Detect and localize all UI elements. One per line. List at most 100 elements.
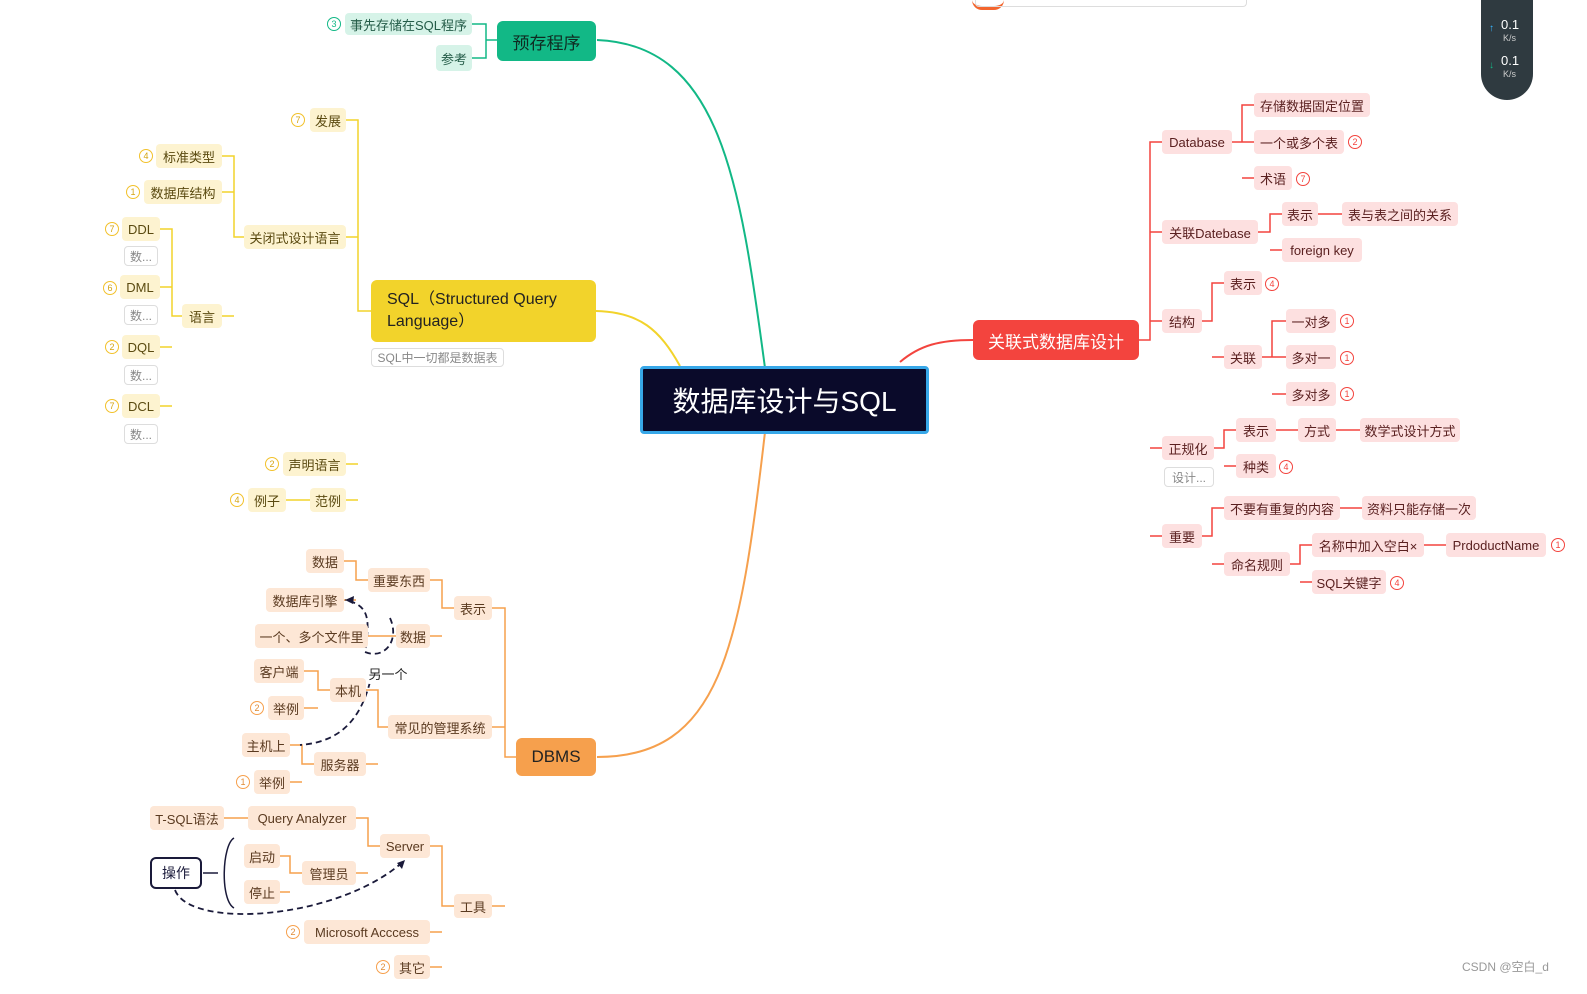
rel-normalize[interactable]: 正规化 [1162, 436, 1214, 460]
sql-language[interactable]: 语言 [182, 304, 222, 328]
dbms-data-files[interactable]: 一个、多个文件里 [255, 624, 368, 648]
dbms-data[interactable]: 数据 [396, 624, 430, 648]
sql-db-structure[interactable]: 数据库结构 [144, 180, 222, 204]
rel-important[interactable]: 重要 [1162, 524, 1202, 548]
badge-count[interactable]: 1 [1340, 387, 1354, 401]
badge-count[interactable]: 1 [236, 775, 250, 789]
rel-database-tables[interactable]: 一个或多个表 [1254, 130, 1344, 154]
rel-many-to-many[interactable]: 多对多 [1286, 382, 1336, 406]
badge-count[interactable]: 4 [230, 493, 244, 507]
rel-normalize-represent[interactable]: 表示 [1236, 418, 1276, 442]
badge-count[interactable]: 4 [1265, 277, 1279, 291]
badge-count[interactable]: 1 [126, 185, 140, 199]
rel-naming-keyword[interactable]: SQL关键字 [1312, 570, 1386, 594]
badge-count[interactable]: 2 [286, 925, 300, 939]
branch-relational[interactable]: 关联式数据库设计 [973, 320, 1139, 360]
badge-count[interactable]: 3 [327, 17, 341, 31]
sql-develop[interactable]: 发展 [310, 108, 346, 132]
badge-count[interactable]: 2 [250, 701, 264, 715]
procedure-item-stored[interactable]: 事先存储在SQL程序 [345, 13, 472, 35]
dbms-important-engine[interactable]: 数据库引擎 [266, 588, 344, 612]
lang-dml-note[interactable]: 数... [124, 305, 158, 325]
badge-count[interactable]: 4 [1279, 460, 1293, 474]
badge-count[interactable]: 7 [105, 222, 119, 236]
dbms-important-data[interactable]: 数据 [306, 549, 344, 573]
dbms-local[interactable]: 本机 [330, 678, 366, 702]
dbms-server-host[interactable]: 主机上 [242, 733, 290, 757]
rel-database-fixed[interactable]: 存储数据固定位置 [1254, 93, 1370, 117]
rel-normalize-note[interactable]: 设计... [1164, 467, 1214, 487]
procedure-item-reference[interactable]: 参考 [436, 45, 472, 71]
badge-count[interactable]: 4 [139, 149, 153, 163]
badge-count[interactable]: 1 [1551, 538, 1565, 552]
rel-no-duplicate[interactable]: 不要有重复的内容 [1224, 496, 1340, 520]
dbms-represent[interactable]: 表示 [454, 596, 492, 620]
branch-procedure[interactable]: 预存程序 [497, 21, 596, 61]
badge-count[interactable]: 2 [1348, 135, 1362, 149]
lang-dcl-note[interactable]: 数... [124, 424, 158, 444]
sql-example[interactable]: 范例 [310, 488, 346, 512]
rel-related-represent[interactable]: 表示 [1282, 202, 1318, 226]
sql-standard-type[interactable]: 标准类型 [156, 144, 222, 168]
rel-foreign-key[interactable]: foreign key [1282, 238, 1362, 262]
sql-declare[interactable]: 声明语言 [283, 452, 346, 476]
dbms-server-example[interactable]: 举例 [254, 770, 290, 794]
rel-naming-example[interactable]: PrdoductName [1446, 533, 1546, 557]
badge-count[interactable]: 1 [1340, 351, 1354, 365]
badge-count[interactable]: 2 [105, 340, 119, 354]
rel-database-terms[interactable]: 术语 [1254, 166, 1292, 190]
tools-access[interactable]: Microsoft Acccess [304, 920, 430, 944]
tools-query-analyzer[interactable]: Query Analyzer [248, 806, 356, 830]
center-topic[interactable]: 数据库设计与SQL [640, 366, 929, 434]
badge-count[interactable]: 4 [1390, 576, 1404, 590]
dbms-important[interactable]: 重要东西 [368, 568, 430, 592]
network-speed-widget[interactable]: ↑ 0.1 K/s ↓ 0.1 K/s [1481, 0, 1533, 100]
sql-closed-language[interactable]: 关闭式设计语言 [244, 225, 346, 249]
tools-admin-stop[interactable]: 停止 [244, 880, 280, 904]
watermark: CSDN @空白_d [1462, 960, 1549, 974]
tools-admin[interactable]: 管理员 [302, 861, 356, 885]
tools-admin-start[interactable]: 启动 [244, 844, 280, 868]
dbms-local-example[interactable]: 举例 [268, 696, 304, 720]
rel-structure-relation[interactable]: 关联 [1224, 345, 1262, 369]
lang-dcl[interactable]: DCL [122, 394, 160, 418]
badge-count[interactable]: 1 [1340, 314, 1354, 328]
dbms-local-client[interactable]: 客户端 [254, 659, 304, 683]
rel-many-to-one[interactable]: 多对一 [1286, 345, 1336, 369]
dbms-server[interactable]: 服务器 [314, 752, 366, 776]
badge-count[interactable]: 7 [105, 399, 119, 413]
lang-dql[interactable]: DQL [122, 335, 160, 359]
rel-one-to-many[interactable]: 一对多 [1286, 309, 1336, 333]
rel-related-relation[interactable]: 表与表之间的关系 [1342, 202, 1458, 226]
badge-count[interactable]: 2 [376, 960, 390, 974]
rel-structure[interactable]: 结构 [1162, 309, 1202, 333]
dbms-common[interactable]: 常见的管理系统 [388, 715, 492, 739]
lang-ddl[interactable]: DDL [122, 217, 160, 241]
rel-store-once[interactable]: 资料只能存储一次 [1362, 496, 1476, 520]
rel-structure-represent[interactable]: 表示 [1224, 271, 1262, 295]
rel-naming-rules[interactable]: 命名规则 [1224, 552, 1290, 576]
rel-normalize-way[interactable]: 方式 [1298, 418, 1336, 442]
badge-count[interactable]: 7 [1296, 172, 1310, 186]
rel-naming-space[interactable]: 名称中加入空白× [1312, 533, 1424, 557]
branch-dbms[interactable]: DBMS [516, 738, 596, 776]
badge-count[interactable]: 6 [103, 281, 117, 295]
badge-count[interactable]: 7 [291, 113, 305, 127]
operate-summary[interactable]: 操作 [150, 857, 202, 889]
relation-label-another[interactable]: 另一个 [366, 662, 410, 684]
rel-normalize-kinds[interactable]: 种类 [1236, 454, 1276, 478]
lang-dml[interactable]: DML [120, 275, 160, 299]
tools-other[interactable]: 其它 [394, 955, 430, 979]
tools-tsql[interactable]: T-SQL语法 [150, 806, 224, 830]
sql-example-child[interactable]: 例子 [248, 488, 286, 512]
lang-ddl-note[interactable]: 数... [124, 246, 158, 266]
badge-count[interactable]: 2 [265, 457, 279, 471]
dbms-tools[interactable]: 工具 [454, 894, 492, 918]
sql-note[interactable]: SQL中一切都是数据表 [371, 348, 504, 367]
rel-related-db[interactable]: 关联Datebase [1162, 220, 1258, 244]
branch-sql[interactable]: SQL（Structured Query Language） [371, 280, 596, 342]
tools-server[interactable]: Server [380, 834, 430, 858]
rel-database[interactable]: Database [1162, 130, 1232, 154]
lang-dql-note[interactable]: 数... [124, 365, 158, 385]
rel-normalize-math[interactable]: 数学式设计方式 [1360, 418, 1460, 442]
